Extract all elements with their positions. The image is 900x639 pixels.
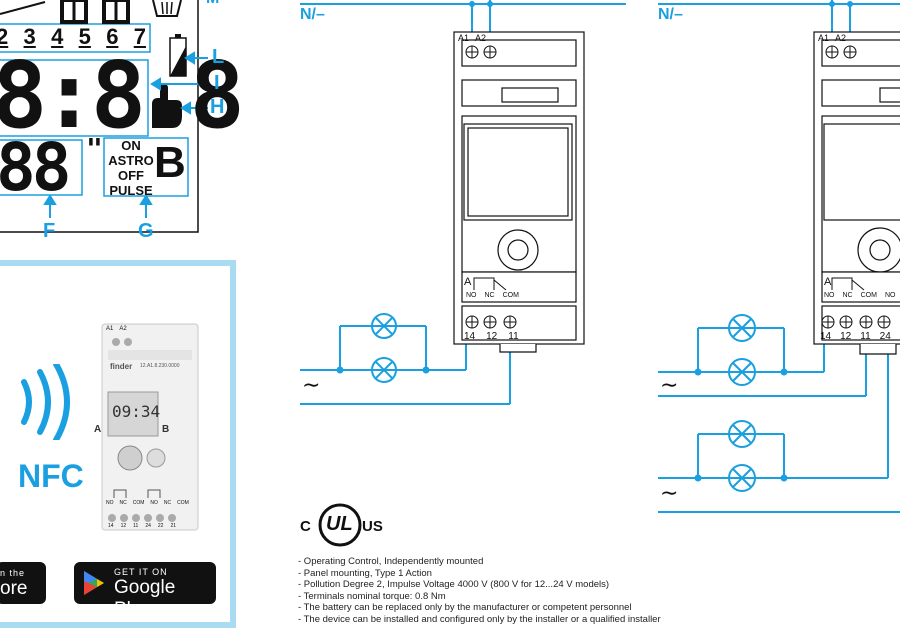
device-display-time: 09:34 bbox=[112, 402, 161, 421]
device-contacts: NO NC COM NO NC COM bbox=[106, 500, 189, 506]
ac-symbol-2b: ∼ bbox=[660, 480, 679, 505]
wiring-diagram-2-lines bbox=[658, 0, 900, 513]
lcd-mid-digits: 88 bbox=[0, 129, 72, 206]
nfc-panel: NFC A1 A2 finder 12.A1.8.230.0000 09:34 … bbox=[0, 260, 236, 628]
device-model: 12.A1.8.230.0000 bbox=[140, 363, 180, 369]
app-store-line2: ore bbox=[0, 578, 28, 599]
supply-terminals-2: A1 A2 bbox=[818, 33, 847, 43]
google-play-line2: Google Play bbox=[114, 577, 176, 620]
callout-m: M bbox=[206, 0, 219, 8]
cert-note-2: - Panel mounting, Type 1 Action bbox=[298, 567, 432, 579]
cert-note-1: - Operating Control, Independently mount… bbox=[298, 556, 484, 567]
bus-label-2: N/– bbox=[658, 6, 683, 23]
device-term-bottom: 14 12 11 24 22 21 bbox=[108, 523, 177, 529]
mode-astro: ASTRO bbox=[108, 153, 154, 168]
google-play-icon bbox=[84, 571, 104, 595]
device-brand: finder bbox=[110, 362, 133, 371]
cert-notes: - Operating Control, Independently mount… bbox=[298, 556, 718, 626]
lcd-seconds-mark: " bbox=[86, 132, 103, 165]
ul-mark-us: US bbox=[362, 518, 383, 535]
callout-l: L bbox=[212, 46, 225, 68]
ul-mark: C UL US bbox=[298, 502, 388, 548]
lcd-display: M 2 3 4 5 6 7 8:8.8 88 " ON ASTRO OFF PU… bbox=[0, 0, 245, 245]
lcd-frame bbox=[0, 0, 208, 233]
day-5: 5 bbox=[78, 24, 91, 49]
app-store-line1: n the bbox=[0, 568, 26, 578]
callout-h: H bbox=[210, 96, 225, 118]
google-play-button[interactable]: GET IT ON Google Play bbox=[74, 562, 216, 620]
nfc-label: NFC bbox=[18, 458, 84, 494]
bus-label-1: N/– bbox=[300, 6, 325, 23]
mode-pulse: PULSE bbox=[109, 183, 153, 198]
wiring-diagram-2: N/– A1 A2 A NO NC COM NO 14 12 11 24 ∼ ∼ bbox=[654, 0, 900, 520]
day-2: 2 bbox=[0, 24, 9, 49]
device-illustration: A1 A2 finder 12.A1.8.230.0000 09:34 A B … bbox=[94, 322, 206, 532]
day-numbers: 2 3 4 5 6 7 bbox=[0, 24, 146, 50]
callout-g: G bbox=[138, 220, 154, 242]
callout-i: I bbox=[214, 72, 220, 94]
ac-symbol-2a: ∼ bbox=[660, 372, 679, 397]
day-3: 3 bbox=[23, 24, 36, 49]
cert-note-5: - The battery can be replaced only by th… bbox=[298, 602, 632, 614]
device-term-top: A1 A2 bbox=[106, 326, 127, 332]
channel-letter: B bbox=[154, 138, 186, 187]
supply-terminals-1: A1 A2 bbox=[458, 33, 487, 43]
lcd-big-time: 8:8.8 bbox=[0, 42, 245, 149]
app-store-button[interactable]: n the ore bbox=[0, 562, 46, 604]
mode-off: OFF bbox=[118, 168, 144, 183]
day-7: 7 bbox=[133, 24, 146, 49]
ul-mark-center: UL bbox=[326, 513, 353, 535]
wiring-diagram-1-lines bbox=[300, 0, 626, 405]
contact-labels-1: NO NC COM bbox=[466, 292, 519, 299]
mode-on: ON bbox=[121, 138, 141, 153]
top-partial-digits bbox=[60, 0, 130, 24]
contact-labels-2: NO NC COM NO bbox=[824, 292, 896, 299]
callout-f: F bbox=[43, 220, 56, 242]
bin-icon bbox=[152, 0, 182, 17]
device-channel-b: B bbox=[162, 424, 170, 435]
device-body-illustration bbox=[101, 323, 199, 531]
output-terminals-2: 14 12 11 24 bbox=[820, 331, 891, 342]
cert-note-6: - The device can be installed and config… bbox=[298, 613, 661, 625]
day-6: 6 bbox=[106, 24, 119, 49]
cert-note-3: - Pollution Degree 2, Impulse Voltage 40… bbox=[298, 579, 610, 591]
device-channel-a: A bbox=[94, 424, 102, 435]
cert-note-4: - Terminals nominal torque: 0.8 Nm bbox=[298, 590, 446, 602]
ul-mark-c: C bbox=[300, 518, 311, 535]
ul-logo-icon bbox=[318, 503, 362, 547]
google-play-line1: GET IT ON bbox=[114, 567, 168, 577]
channel-label-1: A bbox=[464, 276, 472, 288]
hand-pointer-icon bbox=[152, 84, 182, 128]
channel-label-2: A bbox=[824, 276, 832, 288]
wiring-diagram-1: N/– A1 A2 A NO NC COM 14 12 11 ∼ bbox=[296, 0, 636, 420]
output-terminals-1: 14 12 11 bbox=[464, 331, 519, 342]
ac-symbol-1: ∼ bbox=[302, 372, 321, 397]
nfc-waves-icon bbox=[21, 364, 70, 440]
mode-list: ON ASTRO OFF PULSE bbox=[106, 138, 156, 198]
day-4: 4 bbox=[51, 24, 64, 49]
